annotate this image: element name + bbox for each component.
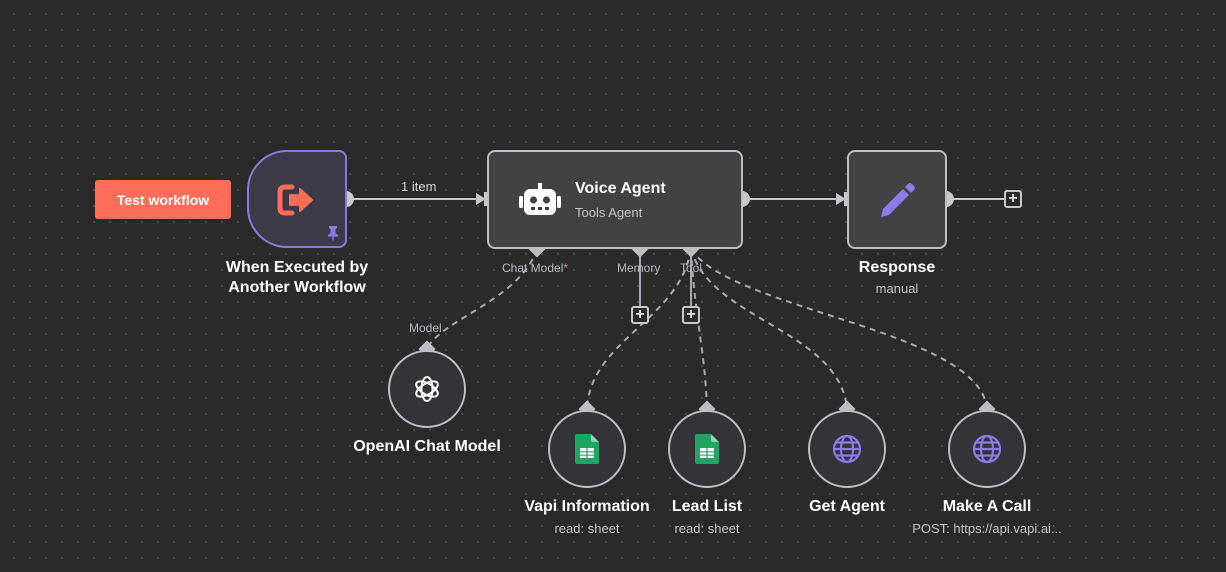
openai-icon <box>415 376 439 402</box>
exit-arrow-icon <box>277 184 313 216</box>
test-workflow-button[interactable]: Test workflow <box>95 180 231 219</box>
globe-icon <box>832 434 862 464</box>
port-tool-label: Tool <box>680 261 703 275</box>
edge-tool-makecall[interactable] <box>690 248 988 410</box>
get-agent-node[interactable] <box>808 410 886 488</box>
globe-icon <box>972 434 1002 464</box>
add-next-node-button[interactable]: + <box>1004 190 1022 208</box>
vapi-information-subtitle: read: sheet <box>554 521 620 536</box>
edge-tool-leadlist[interactable] <box>690 248 708 410</box>
lead-list-subtitle: read: sheet <box>674 521 740 536</box>
lead-list-title: Lead List <box>671 498 743 515</box>
port-model-label: Model <box>409 321 442 335</box>
port-chat-model-label: Chat Model* <box>502 261 569 275</box>
vapi-information-title: Vapi Information <box>524 498 650 515</box>
vapi-information-node[interactable] <box>548 410 626 488</box>
edge-tool-vapi[interactable] <box>586 248 692 410</box>
voice-agent-node[interactable]: Voice Agent Tools Agent <box>487 150 743 249</box>
edge-item-count-label: 1 item <box>401 179 437 194</box>
response-subtitle: manual <box>875 281 919 296</box>
pin-icon <box>328 226 338 241</box>
response-title: Response <box>858 259 936 276</box>
voice-agent-title: Voice Agent <box>575 180 666 197</box>
openai-chat-model-node[interactable] <box>388 350 466 428</box>
voice-agent-subtitle: Tools Agent <box>575 205 643 220</box>
openai-title: OpenAI Chat Model <box>353 438 501 455</box>
get-agent-title: Get Agent <box>809 498 885 515</box>
make-a-call-node[interactable] <box>948 410 1026 488</box>
make-a-call-subtitle: POST: https://api.vapi.ai... <box>912 521 1062 536</box>
response-node[interactable] <box>847 150 947 249</box>
robot-icon <box>519 183 561 215</box>
google-sheets-icon <box>695 434 719 464</box>
pencil-icon <box>881 183 915 217</box>
edge-tool-getagent[interactable] <box>690 248 848 410</box>
make-a-call-title: Make A Call <box>942 498 1032 515</box>
google-sheets-icon <box>575 434 599 464</box>
trigger-node[interactable] <box>247 150 347 248</box>
port-memory-label: Memory <box>617 261 661 275</box>
add-tool-button[interactable]: + <box>682 306 700 324</box>
lead-list-node[interactable] <box>668 410 746 488</box>
edge-chatmodel-openai[interactable] <box>426 248 538 350</box>
add-memory-button[interactable]: + <box>631 306 649 324</box>
trigger-node-label: When Executed by Another Workflow <box>225 259 369 296</box>
